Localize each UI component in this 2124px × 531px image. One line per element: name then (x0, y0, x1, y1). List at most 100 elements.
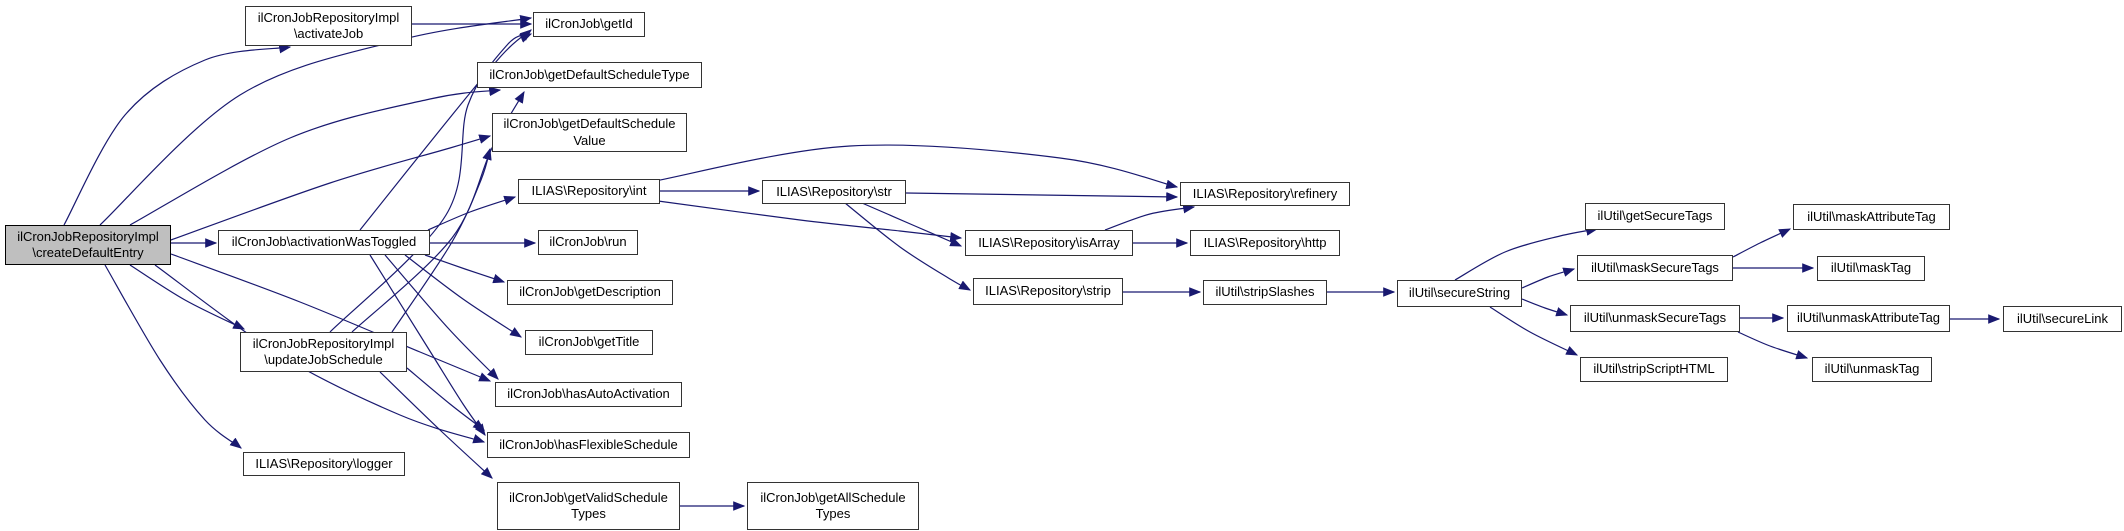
edge-createDefaultEntry-to-logger (104, 264, 242, 449)
node-str[interactable]: ILIAS\Repository\str (762, 180, 906, 204)
node-stripScriptHTML[interactable]: ilUtil\stripScriptHTML (1580, 357, 1728, 382)
node-unmaskTag[interactable]: ilUtil\unmaskTag (1812, 357, 1932, 382)
node-label: ILIAS\Repository\logger (255, 455, 393, 471)
edge-createDefaultEntry-to-getId (99, 15, 533, 226)
node-logger[interactable]: ILIAS\Repository\logger (243, 452, 405, 476)
node-label: ilUtil\getSecureTags (1597, 208, 1713, 224)
edge-createDefaultEntry-to-updateJobSchedule (129, 264, 246, 330)
node-activateJob[interactable]: ilCronJobRepositoryImpl\activateJob (245, 6, 412, 46)
node-createDefaultEntry: ilCronJobRepositoryImpl\createDefaultEnt… (5, 225, 171, 265)
node-maskAttributeTag[interactable]: ilUtil\maskAttributeTag (1793, 204, 1950, 230)
edge-updateJobSchedule-to-getId (329, 33, 533, 333)
node-updateJobSchedule[interactable]: ilCronJobRepositoryImpl\updateJobSchedul… (240, 332, 407, 372)
edge-updateJobSchedule-to-hasFlexibleSchedule (406, 367, 485, 431)
edge-str-to-strip (844, 202, 972, 291)
node-label: ilUtil\stripScriptHTML (1593, 361, 1715, 377)
node-label: ilCronJobRepositoryImpl (17, 228, 159, 244)
edge-str-to-refinery (905, 192, 1179, 202)
node-strip[interactable]: ILIAS\Repository\strip (973, 278, 1123, 305)
node-label: ILIAS\Repository\http (1203, 234, 1327, 250)
node-label: ILIAS\Repository\int (531, 183, 647, 199)
node-label: ILIAS\Repository\refinery (1192, 185, 1338, 201)
node-run[interactable]: ilCronJob\run (538, 230, 638, 255)
edge-maskSecureTags-to-maskAttributeTag (1732, 228, 1792, 258)
node-isArray[interactable]: ILIAS\Repository\isArray (965, 230, 1133, 256)
edge-createDefaultEntry-to-activateJob (63, 43, 292, 226)
node-maskSecureTags[interactable]: ilUtil\maskSecureTags (1577, 255, 1733, 281)
node-getDescription[interactable]: ilCronJob\getDescription (507, 280, 673, 305)
node-label: ilUtil\unmaskTag (1824, 361, 1920, 377)
edge-updateJobSchedule-to-getDefaultScheduleValue (391, 147, 492, 333)
node-label: ilCronJob\getId (545, 16, 633, 32)
node-label: ilUtil\stripSlashes (1215, 284, 1315, 300)
node-label: ILIAS\Repository\strip (985, 283, 1111, 299)
node-label: ilUtil\maskAttributeTag (1807, 208, 1936, 224)
node-label: ilCronJob\hasAutoActivation (507, 386, 670, 402)
node-unmaskSecureTags[interactable]: ilUtil\unmaskSecureTags (1570, 305, 1740, 332)
node-getDefaultScheduleType[interactable]: ilCronJob\getDefaultScheduleType (477, 62, 702, 88)
node-label: \activateJob (293, 26, 364, 41)
edge-str-to-isArray (861, 202, 963, 247)
node-label: ilCronJob\getTitle (538, 334, 640, 350)
node-refinery[interactable]: ILIAS\Repository\refinery (1180, 182, 1350, 206)
edge-updateJobSchedule-to-getValidScheduleTypes (379, 371, 493, 479)
node-label: Types (571, 506, 606, 521)
node-label: \createDefaultEntry (32, 245, 144, 260)
node-label: ilCronJob\getDefaultSchedule (503, 116, 676, 132)
node-label: Value (573, 132, 606, 148)
node-http[interactable]: ILIAS\Repository\http (1190, 230, 1340, 256)
node-label: \updateJobSchedule (264, 352, 383, 367)
edge-createDefaultEntry-to-getDefaultScheduleType (129, 86, 502, 226)
edge-activationWasToggled-to-getTitle (404, 254, 523, 338)
node-getId[interactable]: ilCronJob\getId (533, 12, 645, 37)
node-label: ilUtil\unmaskAttributeTag (1796, 310, 1941, 326)
node-label: ILIAS\Repository\str (776, 183, 892, 199)
node-label: ilCronJob\run (549, 234, 627, 250)
node-getSecureTags[interactable]: ilUtil\getSecureTags (1585, 203, 1725, 230)
node-label: ilCronJobRepositoryImpl (257, 9, 400, 25)
node-label: ilCronJob\getDescription (519, 284, 661, 300)
edge-int-to-refinery (654, 144, 1179, 190)
node-label: ilCronJobRepositoryImpl (252, 335, 395, 351)
node-label: ilCronJob\getDefaultScheduleType (489, 66, 690, 82)
node-hasFlexibleSchedule[interactable]: ilCronJob\hasFlexibleSchedule (487, 432, 690, 458)
node-label: ilCronJob\hasFlexibleSchedule (499, 436, 678, 452)
edge-activationWasToggled-to-int (427, 195, 517, 231)
edge-activationWasToggled-to-getId (359, 29, 532, 231)
edge-secureString-to-unmaskSecureTags (1521, 298, 1569, 317)
node-activationWasToggled[interactable]: ilCronJob\activationWasToggled (218, 230, 430, 255)
node-label: ilCronJob\getAllSchedule (760, 489, 906, 505)
node-secureString[interactable]: ilUtil\secureString (1397, 280, 1522, 307)
node-label: ilUtil\secureLink (2016, 310, 2109, 326)
edge-unmaskSecureTags-to-unmaskTag (1737, 331, 1809, 360)
node-stripSlashes[interactable]: ilUtil\stripSlashes (1203, 280, 1327, 305)
edge-createDefaultEntry-to-getDefaultScheduleValue (170, 134, 492, 241)
edge-createDefaultEntry-to-hasFlexibleSchedule (154, 264, 486, 444)
edge-secureString-to-stripScriptHTML (1489, 306, 1579, 356)
node-label: Types (815, 506, 851, 521)
node-getTitle[interactable]: ilCronJob\getTitle (525, 330, 653, 355)
node-label: ilCronJob\getValidSchedule (509, 489, 668, 505)
node-label: ilCronJob\activationWasToggled (231, 234, 417, 250)
node-hasAutoActivation[interactable]: ilCronJob\hasAutoActivation (495, 382, 682, 407)
node-label: ILIAS\Repository\isArray (978, 234, 1120, 250)
edge-activationWasToggled-to-hasAutoActivation (384, 254, 499, 380)
edge-int-to-isArray (657, 200, 963, 242)
node-int[interactable]: ILIAS\Repository\int (518, 179, 660, 204)
edge-secureString-to-getSecureTags (1454, 226, 1599, 281)
edge-secureString-to-maskSecureTags (1521, 267, 1576, 289)
node-unmaskAttributeTag[interactable]: ilUtil\unmaskAttributeTag (1787, 305, 1950, 332)
node-label: ilUtil\maskSecureTags (1591, 259, 1719, 275)
node-label: ilUtil\secureString (1408, 285, 1511, 301)
node-secureLink[interactable]: ilUtil\secureLink (2003, 306, 2122, 332)
edge-createDefaultEntry-to-hasAutoActivation (170, 253, 492, 382)
edge-isArray-to-refinery (1104, 203, 1196, 231)
node-maskTag[interactable]: ilUtil\maskTag (1817, 256, 1925, 281)
node-label: ilUtil\unmaskSecureTags (1583, 310, 1727, 326)
